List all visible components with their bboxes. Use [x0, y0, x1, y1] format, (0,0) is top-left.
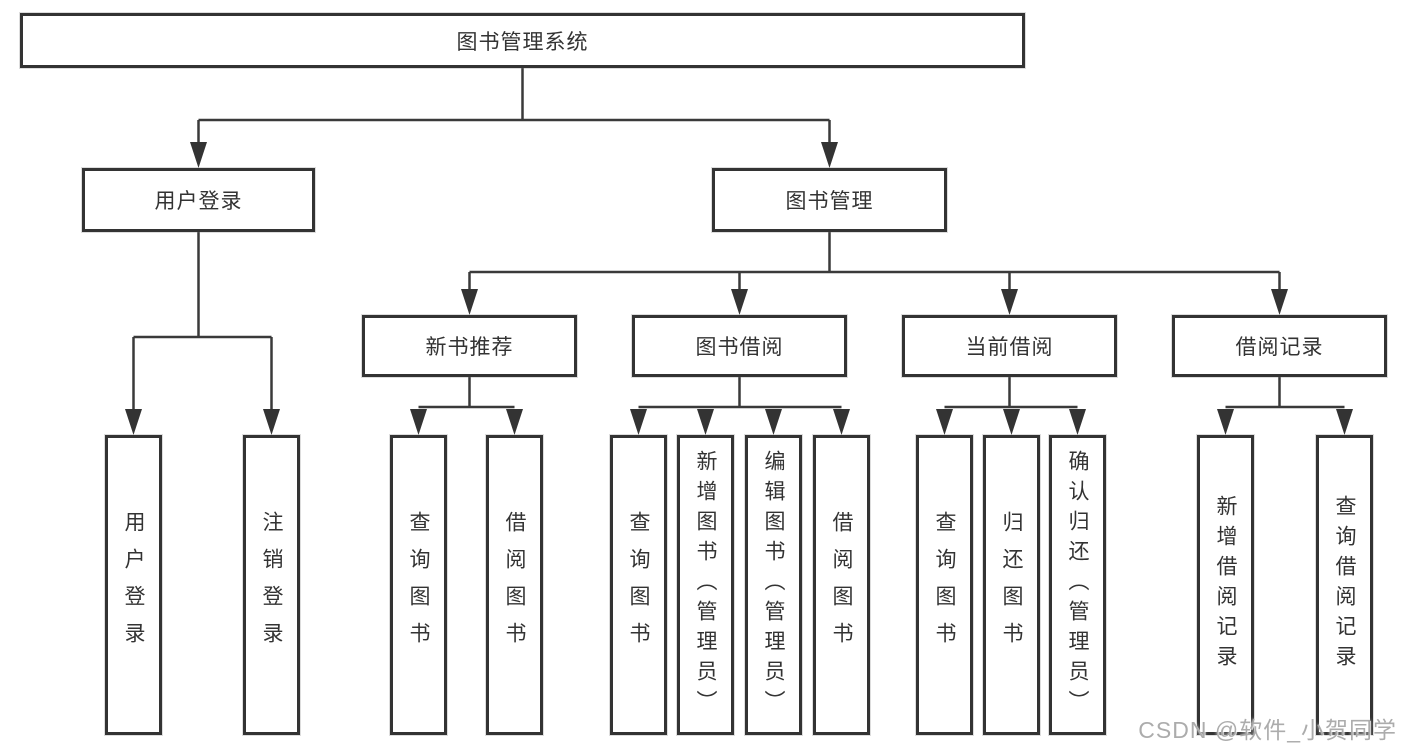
- branch-node-user-login: 用户登录: [82, 168, 315, 232]
- leaf-node-borrow-books: 借阅图书: [813, 435, 870, 735]
- arrowheads-current-borrow-children: [936, 409, 1086, 435]
- arrowheads-book-borrow-children: [630, 409, 850, 435]
- leaf-node-query-books-borrow: 查询图书: [610, 435, 667, 735]
- leaf-node-edit-books-admin: 编辑图书（管理员）: [745, 435, 802, 735]
- root-node-library-system: 图书管理系统: [20, 13, 1025, 68]
- csdn-watermark: CSDN @软件_小贺同学: [1138, 717, 1397, 743]
- connector-root-to-branches: [197, 68, 831, 146]
- leaf-node-return-books: 归还图书: [983, 435, 1040, 735]
- connector-book-management-sections: [468, 232, 1281, 290]
- leaf-node-query-books-recommend: 查询图书: [390, 435, 447, 735]
- section-node-current-borrow: 当前借阅: [902, 315, 1117, 377]
- connector-user-login-children: [132, 232, 273, 410]
- connector-borrow-record-children: [1225, 377, 1345, 409]
- section-node-book-borrow: 图书借阅: [632, 315, 847, 377]
- arrowheads-new-book-children: [410, 409, 523, 435]
- leaf-node-add-borrow-record: 新增借阅记录: [1197, 435, 1254, 735]
- branch-node-book-management: 图书管理: [712, 168, 947, 232]
- leaf-node-confirm-return-admin: 确认归还（管理员）: [1049, 435, 1106, 735]
- arrowheads-book-management-sections: [461, 289, 1288, 315]
- arrowheads-user-login-children: [125, 409, 280, 435]
- section-node-borrow-record: 借阅记录: [1172, 315, 1387, 377]
- leaf-node-borrow-books-recommend: 借阅图书: [486, 435, 543, 735]
- leaf-node-query-borrow-record: 查询借阅记录: [1316, 435, 1373, 735]
- leaf-node-logout: 注销登录: [243, 435, 300, 735]
- leaf-node-query-books-current: 查询图书: [916, 435, 973, 735]
- arrowheads-root-to-branches: [190, 142, 838, 168]
- section-node-new-book-recommend: 新书推荐: [362, 315, 577, 377]
- leaf-node-add-books-admin: 新增图书（管理员）: [677, 435, 734, 735]
- leaf-node-user-login: 用户登录: [105, 435, 162, 735]
- arrowheads-borrow-record-children: [1217, 409, 1353, 435]
- connector-book-borrow-children: [638, 377, 842, 409]
- connector-new-book-children: [418, 377, 515, 409]
- connector-current-borrow-children: [944, 377, 1078, 409]
